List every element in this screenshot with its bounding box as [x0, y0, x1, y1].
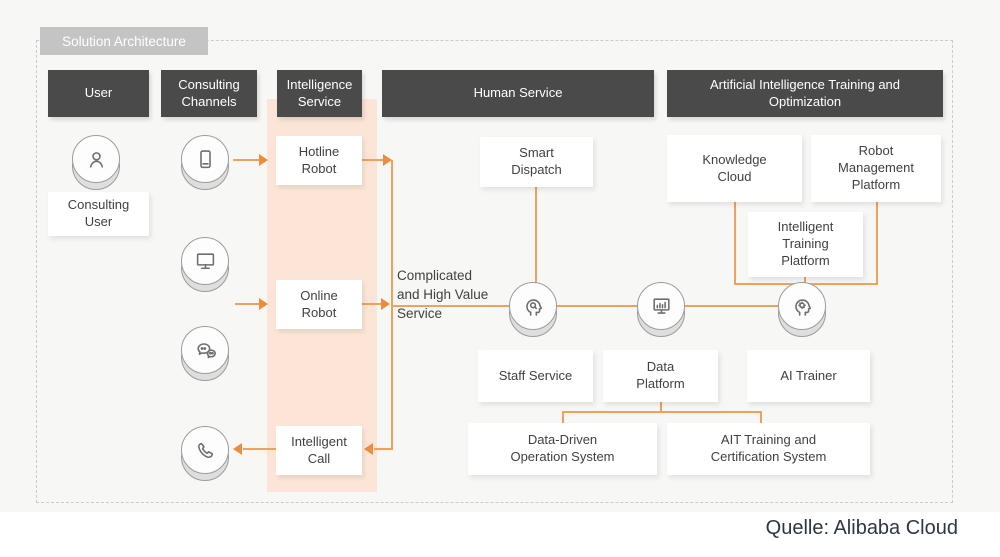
line-agent-to-monitor: [556, 305, 638, 307]
cylinder-face: [181, 237, 229, 285]
node-robot-management-platform: Robot Management Platform: [811, 135, 941, 202]
node-online-robot: Online Robot: [276, 280, 362, 329]
node-staff-service: Staff Service: [478, 350, 593, 402]
node-data-driven-operation-system: Data-Driven Operation System: [468, 423, 657, 475]
header-user: User: [48, 70, 149, 117]
header-consulting-channels: Consulting Channels: [161, 70, 257, 117]
smartphone-icon: [180, 134, 230, 191]
arrowhead-left-icon: [233, 443, 242, 455]
line-smart-dispatch-down: [535, 187, 537, 285]
line-knowledge-cloud-down: [734, 202, 736, 284]
cylinder-face: [181, 326, 229, 374]
cylinder-face: [181, 426, 229, 474]
dashed-frame: [36, 40, 953, 503]
monitor-chart-icon: [636, 281, 686, 338]
line-to-staff-agent: [392, 305, 510, 307]
node-knowledge-cloud: Knowledge Cloud: [667, 135, 802, 202]
cylinder-face: [778, 282, 826, 330]
cylinder-face: [637, 282, 685, 330]
arrowhead-left-icon: [364, 443, 373, 455]
arrowhead-right-icon: [259, 154, 268, 166]
node-hotline-robot: Hotline Robot: [276, 136, 362, 185]
arrowhead-right-icon: [381, 298, 390, 310]
line-icall-to-phone: [243, 448, 276, 450]
header-ai-training-optimization: Artificial Intelligence Training and Opt…: [667, 70, 943, 117]
arrowhead-right-icon: [383, 154, 392, 166]
cylinder-face: [509, 282, 557, 330]
line-bus-to-icall: [374, 448, 393, 450]
phone-handset-icon: [180, 425, 230, 482]
diagram-title-tag: Solution Architecture: [40, 27, 208, 55]
person-icon: [71, 134, 121, 191]
line-data-platform-down: [660, 402, 662, 412]
line-branch-right-stub: [760, 411, 762, 424]
node-ai-trainer: AI Trainer: [747, 350, 870, 402]
line-branch-left-stub: [562, 411, 564, 424]
arrowhead-right-icon: [259, 298, 268, 310]
cylinder-face: [181, 135, 229, 183]
line-monitor-to-aihead: [684, 305, 779, 307]
line-hotline-out: [362, 159, 384, 161]
chat-bubbles-icon: [180, 325, 230, 382]
source-credit: Quelle: Alibaba Cloud: [765, 517, 958, 539]
header-intelligence-service: Intelligence Service: [277, 70, 362, 117]
line-channels-to-online: [235, 303, 259, 305]
node-smart-dispatch: Smart Dispatch: [480, 137, 593, 187]
node-data-platform: Data Platform: [603, 350, 718, 402]
node-consulting-user: Consulting User: [48, 192, 149, 236]
cylinder-face: [72, 135, 120, 183]
flow-label-complicated-high-value: Complicated and High Value Service: [397, 268, 489, 321]
line-phone-to-hotline: [233, 159, 259, 161]
node-ait-training-certification-system: AIT Training and Certification System: [667, 423, 870, 475]
header-human-service: Human Service: [382, 70, 654, 117]
line-data-branch: [562, 411, 762, 413]
agent-head-icon: [508, 281, 558, 338]
node-intelligent-call: Intelligent Call: [276, 426, 362, 475]
node-intelligent-training-platform: Intelligent Training Platform: [748, 212, 863, 277]
desktop-icon: [180, 236, 230, 293]
ai-head-gear-icon: [777, 281, 827, 338]
line-online-out: [362, 303, 382, 305]
line-robot-mgmt-down: [876, 202, 878, 284]
